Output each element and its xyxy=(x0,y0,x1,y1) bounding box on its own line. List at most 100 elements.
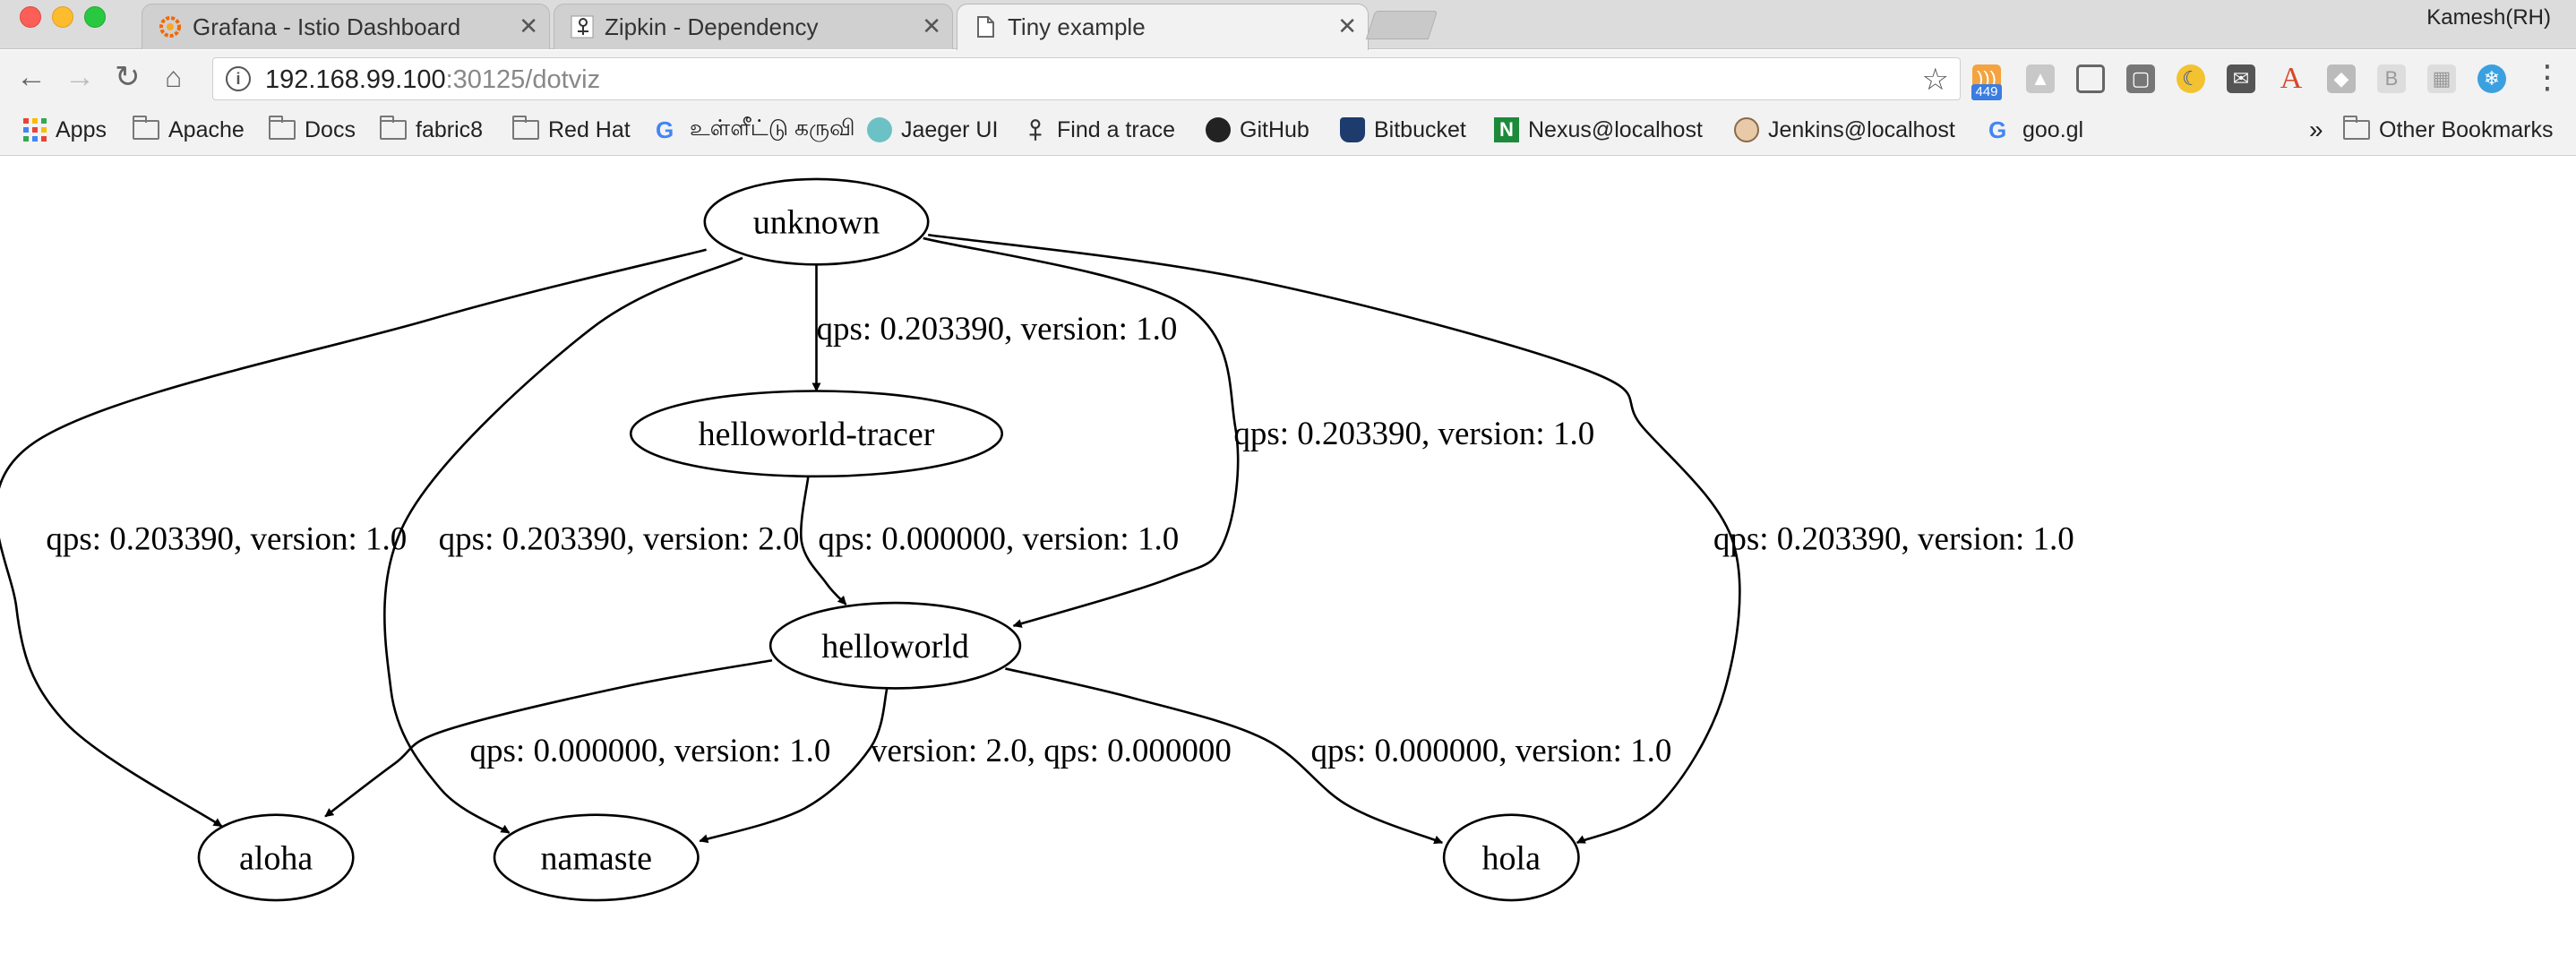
graph-edge: qps: 0.000000, version: 1.0 xyxy=(800,476,1179,606)
menu-icon[interactable]: ⋮ xyxy=(2531,58,2563,95)
bookmark-googl[interactable]: G goo.gl xyxy=(1988,115,2083,145)
maximize-window-button[interactable] xyxy=(84,6,106,28)
edge-arrow xyxy=(383,256,743,834)
snowflake-extension-icon[interactable]: ❄ xyxy=(2477,64,2506,93)
url-host: 192.168.99.100 xyxy=(265,65,446,94)
node-label: unknown xyxy=(753,204,880,242)
bookmark-label: Docs xyxy=(305,116,356,142)
pocket-extension-icon[interactable]: ▢ xyxy=(2126,64,2155,93)
bookmarks-bar: Apps Apache Docs fabric8 Red Hat G உள்ளீ… xyxy=(0,106,2576,156)
google-icon: G xyxy=(1988,116,2007,143)
tab-grafana[interactable]: Grafana - Istio Dashboard ✕ xyxy=(142,4,550,49)
bookmark-label: Nexus@localhost xyxy=(1528,116,1703,142)
graph-node-aloha: aloha xyxy=(197,813,355,902)
folder-icon xyxy=(133,116,159,140)
graph-edge: qps: 0.000000, version: 1.0 xyxy=(324,658,831,818)
profile-name[interactable]: Kamesh(RH) xyxy=(2426,5,2551,30)
reader-extension-icon[interactable]: B xyxy=(2377,64,2406,93)
browser-toolbar: ← → ↻ ⌂ i 192.168.99.100:30125/dotviz ☆ … xyxy=(0,50,2576,106)
bookmark-apache[interactable]: Apache xyxy=(133,115,245,145)
node-label: aloha xyxy=(239,839,313,877)
new-tab-button[interactable] xyxy=(1365,11,1438,39)
url-path: :30125/dotviz xyxy=(445,65,601,94)
minimize-window-button[interactable] xyxy=(52,6,73,28)
dependency-graph: qps: 0.203390, version: 1.0 qps: 0.203390… xyxy=(0,177,2074,902)
jaeger-icon xyxy=(867,117,892,142)
node-ellipse xyxy=(1442,813,1580,902)
tab-tiny-example[interactable]: Tiny example ✕ xyxy=(957,4,1369,50)
bookmark-label: Find a trace xyxy=(1057,116,1176,142)
bookmark-docs[interactable]: Docs xyxy=(269,115,356,145)
google-icon: G xyxy=(656,116,674,143)
forward-arrow-icon[interactable]: → xyxy=(64,60,95,94)
folder-icon xyxy=(380,116,407,140)
graph-edge: qps: 0.203390, version: 1.0 xyxy=(923,236,1594,628)
edge-arrow xyxy=(928,233,1741,845)
close-tab-icon[interactable]: ✕ xyxy=(922,13,941,39)
bookmark-red-hat[interactable]: Red Hat xyxy=(512,115,631,145)
tab-title: Grafana - Istio Dashboard xyxy=(193,13,461,40)
bookmark-label: Apps xyxy=(56,116,107,142)
graph-edge: qps: 0.203390, version: 1.0 xyxy=(0,248,707,828)
other-bookmarks[interactable]: Other Bookmarks xyxy=(2343,115,2554,145)
tab-title: Tiny example xyxy=(1008,13,1146,40)
bookmark-star-icon[interactable]: ☆ xyxy=(1921,63,1949,97)
drive-extension-icon[interactable]: ▲ xyxy=(2026,64,2055,93)
tab-strip: Grafana - Istio Dashboard ✕ Zipkin - Dep… xyxy=(0,0,2576,50)
edge-arrow xyxy=(1005,667,1444,845)
url-text[interactable]: 192.168.99.100:30125/dotviz xyxy=(265,65,600,95)
home-icon[interactable]: ⌂ xyxy=(165,61,183,93)
bookmark-jaeger[interactable]: Jaeger UI xyxy=(867,115,998,145)
font-extension-icon[interactable]: A xyxy=(2280,62,2303,95)
grafana-icon xyxy=(159,16,181,38)
bookmark-input-tools[interactable]: G உள்ளீட்டு கருவி xyxy=(656,115,855,145)
edge-label: version: 2.0, qps: 0.000000 xyxy=(871,733,1232,769)
graph-node-namaste: namaste xyxy=(493,813,700,902)
apps-grid-icon xyxy=(23,118,47,142)
bitbucket-icon xyxy=(1340,117,1365,142)
node-label: namaste xyxy=(540,839,652,877)
page-content: qps: 0.203390, version: 1.0 qps: 0.203390… xyxy=(0,157,2576,962)
edge-arrow xyxy=(324,658,773,818)
bookmark-nexus[interactable]: N Nexus@localhost xyxy=(1494,115,1703,145)
node-label: helloworld xyxy=(821,628,969,666)
edge-label: qps: 0.203390, version: 1.0 xyxy=(1713,521,2074,558)
bookmark-find-a-trace[interactable]: Find a trace xyxy=(1023,115,1175,145)
close-tab-icon[interactable]: ✕ xyxy=(1337,13,1357,39)
bookmark-bitbucket[interactable]: Bitbucket xyxy=(1340,115,1466,145)
close-tab-icon[interactable]: ✕ xyxy=(519,13,538,39)
node-ellipse xyxy=(703,177,930,266)
back-arrow-icon[interactable]: ← xyxy=(16,60,47,94)
bookmarks-overflow-button[interactable]: » xyxy=(2309,116,2323,143)
zipkin-icon xyxy=(571,15,594,39)
edge-label: qps: 0.000000, version: 1.0 xyxy=(470,733,831,769)
edge-label: qps: 0.203390, version: 1.0 xyxy=(1233,416,1594,452)
bookmark-fabric8[interactable]: fabric8 xyxy=(380,115,483,145)
bookmark-label: Other Bookmarks xyxy=(2379,116,2554,142)
qr-extension-icon[interactable]: ▦ xyxy=(2427,64,2456,93)
address-bar[interactable]: i 192.168.99.100:30125/dotviz ☆ xyxy=(212,57,1961,100)
reload-icon[interactable]: ↻ xyxy=(115,60,141,94)
cast-icon[interactable] xyxy=(2076,64,2105,93)
bookmark-label: Bitbucket xyxy=(1374,116,1466,142)
jenkins-icon xyxy=(1734,117,1759,142)
rss-extension-icon[interactable]: ))) xyxy=(1972,64,2001,93)
edge-label: qps: 0.203390, version: 1.0 xyxy=(816,311,1177,348)
graph-edge: qps: 0.203390, version: 1.0 xyxy=(928,233,2074,845)
box-extension-icon[interactable]: ◆ xyxy=(2327,64,2356,93)
zipkin-icon xyxy=(1029,119,1042,141)
bookmark-label: goo.gl xyxy=(2022,116,2084,142)
night-mode-extension-icon[interactable]: ☾ xyxy=(2177,64,2205,93)
edge-arrow xyxy=(0,248,707,828)
close-window-button[interactable] xyxy=(20,6,41,28)
bookmark-github[interactable]: GitHub xyxy=(1206,115,1309,145)
bookmark-apps[interactable]: Apps xyxy=(23,115,107,145)
site-info-icon[interactable]: i xyxy=(226,66,251,91)
edge-label: qps: 0.203390, version: 1.0 xyxy=(46,521,407,558)
tab-zipkin[interactable]: Zipkin - Dependency ✕ xyxy=(554,4,953,49)
bookmark-label: Red Hat xyxy=(548,116,631,142)
mail-extension-icon[interactable]: ✉ xyxy=(2227,64,2255,93)
edge-arrow xyxy=(699,688,889,844)
bookmark-jenkins[interactable]: Jenkins@localhost xyxy=(1734,115,1955,145)
